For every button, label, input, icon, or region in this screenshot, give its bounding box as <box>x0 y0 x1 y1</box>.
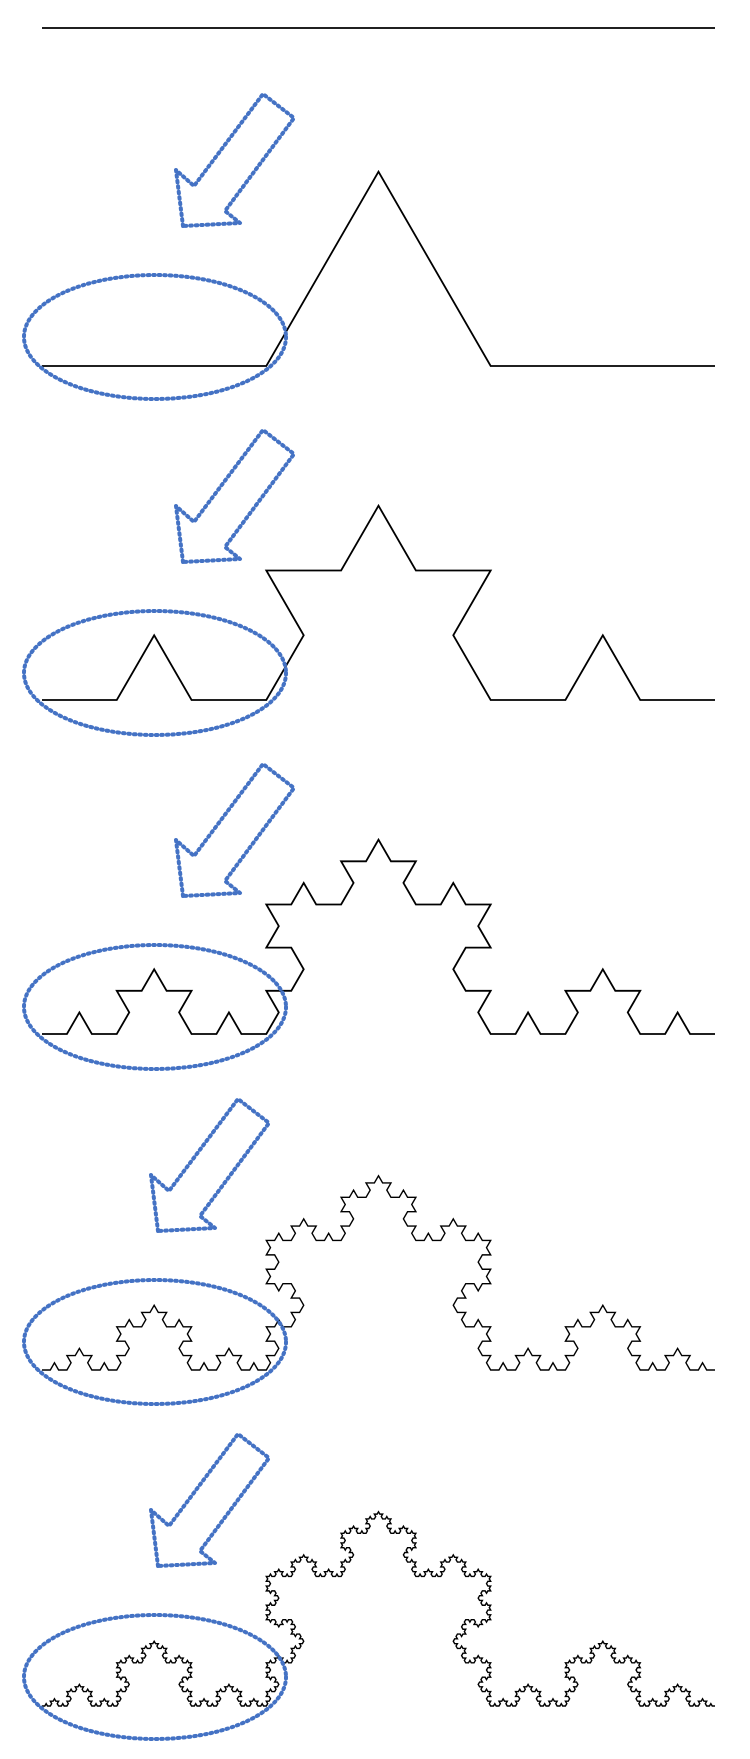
koch-curves-layer <box>42 27 715 1707</box>
dotted-ellipse-icon-5 <box>22 1613 288 1741</box>
koch-curve-iteration-3 <box>42 837 715 1035</box>
koch-curve-iteration-5 <box>42 1510 715 1707</box>
dotted-arrow-icon-4 <box>149 1097 271 1233</box>
dotted-arrow-icon-2 <box>174 428 296 564</box>
highlight-annotations-layer <box>22 92 296 1741</box>
dotted-ellipse-icon-3 <box>22 943 288 1071</box>
dotted-arrow-icon-3 <box>174 762 296 898</box>
dotted-arrow-icon-5 <box>149 1432 271 1568</box>
koch-curve-iteration-4 <box>42 1174 715 1371</box>
dotted-ellipse-icon-1 <box>22 273 288 401</box>
dotted-ellipse-icon-4 <box>22 1278 288 1406</box>
koch-curve-iteration-1 <box>42 169 715 367</box>
koch-curve-iteration-2 <box>42 503 715 701</box>
dotted-ellipse-icon-2 <box>22 609 288 737</box>
dotted-arrow-icon-1 <box>174 92 296 228</box>
